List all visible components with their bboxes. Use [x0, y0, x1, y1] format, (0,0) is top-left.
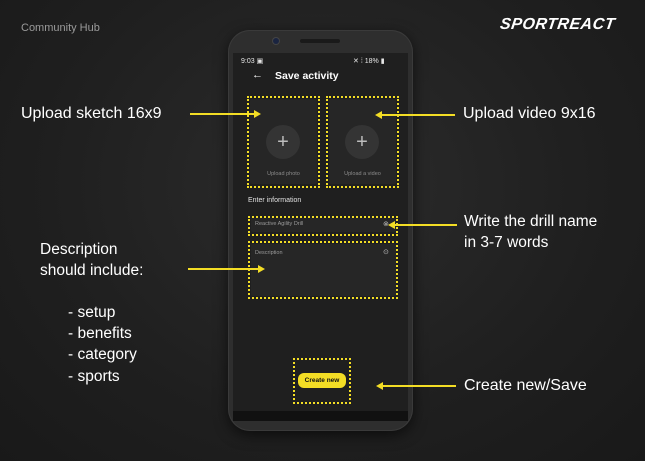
- arrow-drill-name-line: [395, 224, 457, 226]
- section-label: Enter information: [248, 197, 302, 204]
- upload-video-label: Upload a video: [344, 171, 381, 177]
- arrow-right-icon: [258, 265, 265, 273]
- upload-photo-box[interactable]: + Upload photo: [250, 99, 317, 184]
- arrow-sketch-line: [190, 113, 254, 115]
- drill-name-value: Reactive Agility Drill: [255, 221, 304, 227]
- arrow-left-icon: [376, 382, 383, 390]
- phone-nav-bar: [233, 411, 408, 421]
- signal-icon: ⁞: [360, 58, 363, 65]
- annotation-drill-name-1: Write the drill name: [464, 213, 598, 230]
- info-icon[interactable]: ⊙: [383, 249, 389, 256]
- phone-earpiece: [300, 39, 340, 43]
- status-time: 9:03 ▣: [241, 58, 264, 65]
- gallery-icon: ▣: [256, 58, 264, 65]
- sportreact-logo: SPORTREACT: [498, 16, 617, 33]
- highlight-create-button: [293, 358, 351, 404]
- drill-name-input[interactable]: Reactive Agility Drill ⊗: [251, 218, 396, 232]
- bullet-sports: - sports: [68, 368, 120, 385]
- arrow-video-line: [382, 114, 455, 116]
- upload-photo-label: Upload photo: [267, 171, 300, 177]
- bullet-benefits: - benefits: [68, 325, 132, 342]
- plus-icon: +: [266, 125, 300, 159]
- back-arrow-icon[interactable]: ←: [252, 69, 263, 81]
- highlight-upload-video: [326, 96, 399, 188]
- annotation-drill-name-2: in 3-7 words: [464, 234, 549, 251]
- arrow-description-line: [188, 268, 258, 270]
- front-camera-icon: [273, 38, 279, 44]
- annotation-sketch: Upload sketch 16x9: [21, 105, 162, 122]
- plus-icon: +: [345, 125, 379, 159]
- highlight-upload-photo: [247, 96, 320, 188]
- status-icons: ✕ ⁞ 18% ▮: [353, 58, 385, 65]
- bullet-setup: - setup: [68, 304, 116, 321]
- annotation-create: Create new/Save: [464, 377, 587, 394]
- arrow-right-icon: [254, 110, 261, 118]
- clear-icon[interactable]: ⊗: [383, 221, 389, 228]
- description-placeholder: Description: [255, 250, 283, 256]
- annotation-description-2: should include:: [40, 262, 144, 279]
- community-hub-label: Community Hub: [21, 22, 100, 34]
- page-title: Save activity: [275, 70, 339, 82]
- annotation-video: Upload video 9x16: [463, 105, 596, 122]
- arrow-create-line: [383, 385, 456, 387]
- annotation-description-1: Description: [40, 241, 118, 258]
- highlight-description: [248, 241, 398, 299]
- battery-icon: ▮: [380, 58, 385, 65]
- highlight-drill-name: [248, 216, 398, 236]
- create-new-button[interactable]: Create new: [298, 373, 346, 388]
- arrow-left-icon: [375, 111, 382, 119]
- bullet-category: - category: [68, 346, 137, 363]
- upload-video-box[interactable]: + Upload a video: [329, 99, 396, 184]
- arrow-left-icon: [388, 221, 395, 229]
- description-input[interactable]: Description ⊙: [251, 244, 396, 296]
- mute-icon: ✕: [353, 58, 359, 65]
